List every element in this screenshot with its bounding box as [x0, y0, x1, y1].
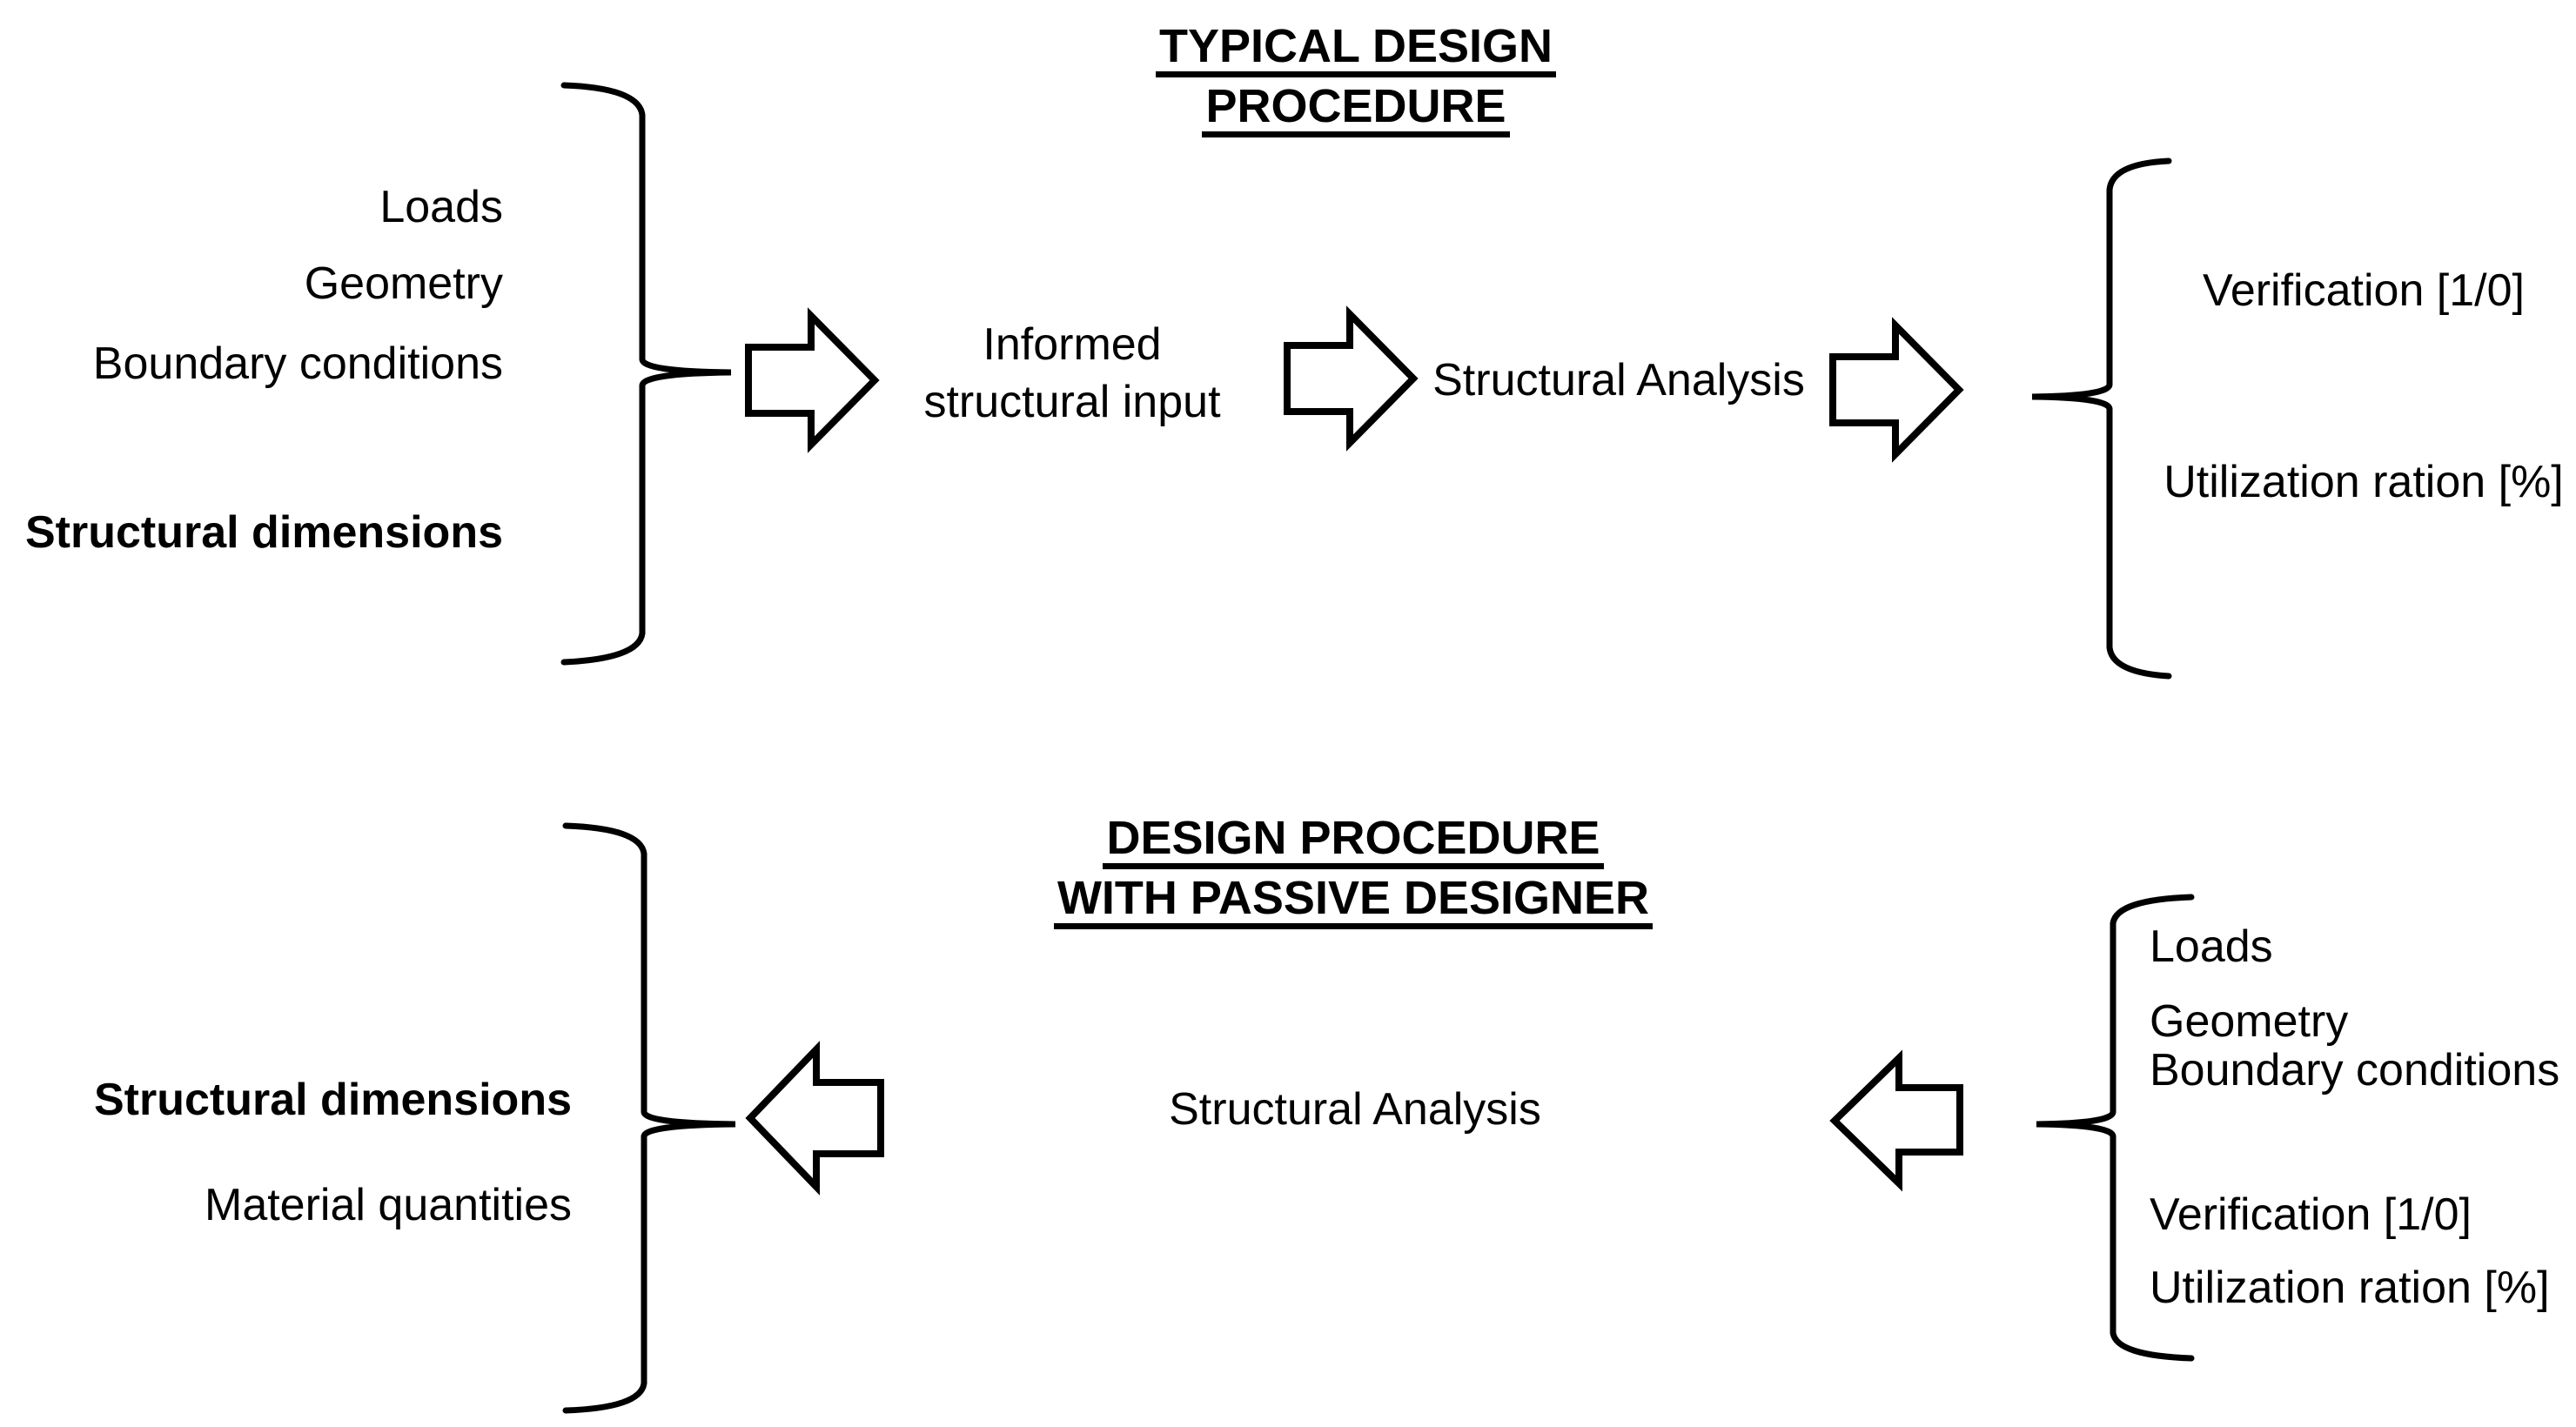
- top-input-loads: Loads: [379, 182, 503, 232]
- arrow-left-icon-2: [1829, 1049, 1963, 1192]
- bottom-input-verification: Verification [1/0]: [2150, 1189, 2472, 1240]
- informed-structural-input-line1: Informed: [983, 319, 1162, 370]
- informed-structural-input-line2: structural input: [923, 377, 1221, 427]
- top-structural-analysis-label: Structural Analysis: [1432, 355, 1805, 405]
- bottom-input-geometry: Geometry: [2150, 996, 2349, 1047]
- arrow-right-icon-1: [745, 307, 880, 453]
- top-section-title: TYPICAL DESIGN PROCEDURE: [964, 19, 1748, 139]
- top-input-boundary-conditions: Boundary conditions: [92, 338, 503, 389]
- top-right-brace: [2031, 157, 2172, 680]
- top-title-line2: PROCEDURE: [1202, 83, 1510, 137]
- arrow-right-icon-3: [1829, 317, 1964, 463]
- top-output-verification: Verification [1/0]: [2203, 265, 2525, 316]
- bottom-right-brace: [2036, 894, 2195, 1362]
- bottom-title-line1: DESIGN PROCEDURE: [1103, 814, 1604, 869]
- arrow-right-icon-2: [1284, 305, 1419, 452]
- bottom-title-line2: WITH PASSIVE DESIGNER: [1053, 874, 1654, 929]
- bottom-output-material-quantities: Material quantities: [205, 1180, 572, 1230]
- informed-structural-input-label: Informed structural input: [898, 316, 1246, 431]
- bottom-structural-analysis-label: Structural Analysis: [1169, 1084, 1541, 1135]
- top-input-structural-dimensions: Structural dimensions: [25, 507, 503, 558]
- top-title-line1: TYPICAL DESIGN: [1155, 23, 1557, 77]
- bottom-input-utilization: Utilization ration [%]: [2150, 1263, 2550, 1313]
- bottom-section-title: DESIGN PROCEDURE WITH PASSIVE DESIGNER: [962, 811, 1745, 931]
- top-input-geometry: Geometry: [304, 258, 503, 309]
- top-left-brace: [560, 82, 732, 666]
- arrow-left-icon-1: [745, 1041, 884, 1196]
- bottom-input-loads: Loads: [2150, 921, 2273, 972]
- top-output-utilization: Utilization ration [%]: [2163, 457, 2564, 507]
- bottom-left-brace: [562, 822, 736, 1414]
- bottom-input-boundary-conditions: Boundary conditions: [2150, 1045, 2560, 1095]
- bottom-output-structural-dimensions: Structural dimensions: [94, 1075, 572, 1125]
